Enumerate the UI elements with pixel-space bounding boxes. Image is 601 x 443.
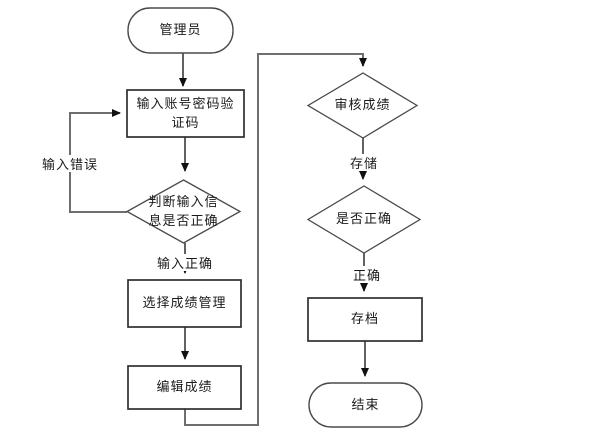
edge-edit-to-review bbox=[184, 53, 367, 426]
review-grade-diamond-shape bbox=[306, 72, 419, 139]
is-correct-diamond-shape bbox=[306, 185, 422, 254]
input-credentials-shape bbox=[126, 89, 245, 138]
start-terminator-shape bbox=[127, 7, 234, 54]
edit-grade-shape bbox=[127, 365, 242, 410]
check-input-diamond-shape bbox=[125, 179, 242, 244]
archive-shape bbox=[307, 297, 423, 342]
edge-check-error-loop bbox=[69, 109, 127, 213]
select-grade-shape bbox=[127, 279, 242, 328]
end-terminator-shape bbox=[308, 382, 423, 428]
